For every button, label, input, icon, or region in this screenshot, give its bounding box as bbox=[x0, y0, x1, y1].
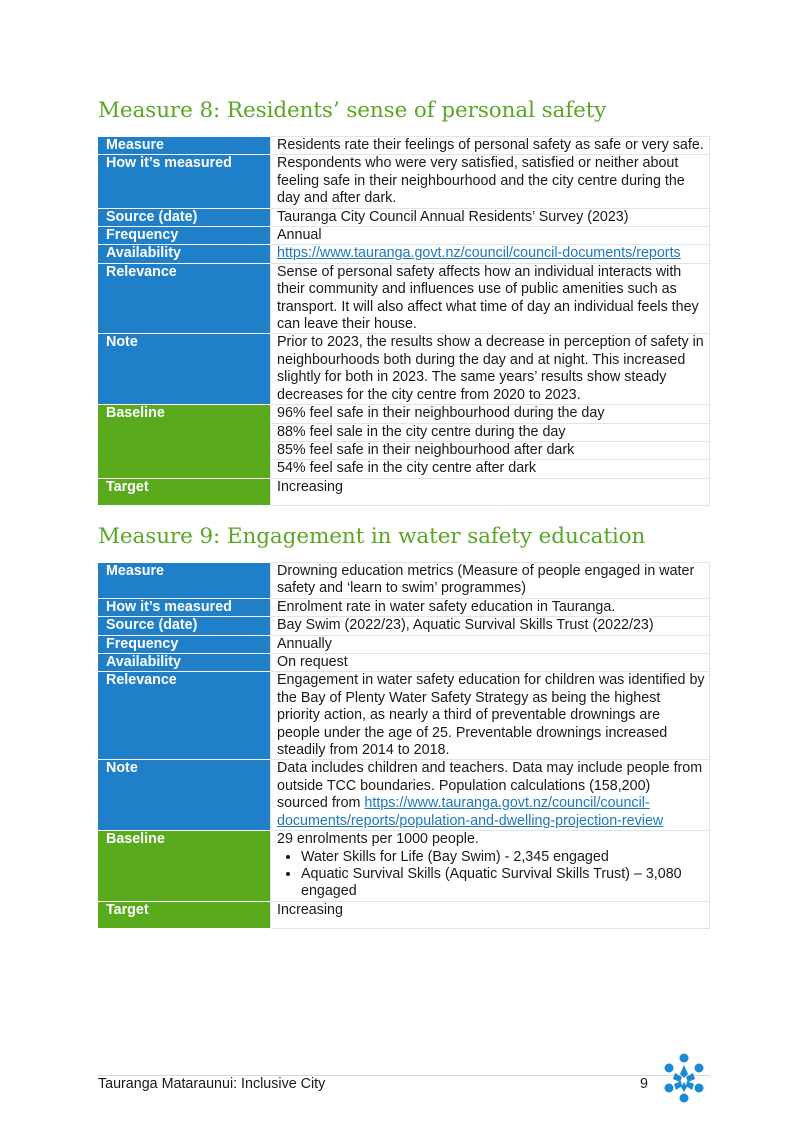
table-row: How it’s measured Enrolment rate in wate… bbox=[98, 597, 710, 618]
row-value-source: Tauranga City Council Annual Residents’ … bbox=[270, 207, 710, 228]
table-row: Note Data includes children and teachers… bbox=[98, 759, 710, 832]
list-item: Water Skills for Life (Bay Swim) - 2,345… bbox=[301, 849, 705, 866]
note-text: Data includes children and teachers. Dat… bbox=[277, 760, 703, 812]
availability-link[interactable]: https://www.tauranga.govt.nz/council/cou… bbox=[277, 245, 681, 262]
table-row: How it’s measured Respondents who were v… bbox=[98, 154, 710, 209]
table-row: Measure Residents rate their feelings of… bbox=[98, 135, 710, 156]
row-label-target: Target bbox=[98, 478, 271, 506]
measure9-table: Measure Drowning education metrics (Meas… bbox=[98, 562, 710, 929]
population-projection-link[interactable]: https://www.tauranga.govt.nz/council/cou… bbox=[277, 795, 664, 829]
list-item: Aquatic Survival Skills (Aquatic Surviva… bbox=[301, 866, 705, 901]
page-number: 9 bbox=[640, 1076, 648, 1092]
row-label-how-measured: How it’s measured bbox=[98, 154, 271, 209]
row-label-measure: Measure bbox=[98, 136, 271, 156]
table-row: Target Increasing bbox=[98, 900, 710, 929]
row-value-relevance: Engagement in water safety education for… bbox=[270, 671, 710, 761]
measure9-heading: Measure 9: Engagement in water safety ed… bbox=[98, 524, 646, 549]
row-value-relevance: Sense of personal safety affects how an … bbox=[270, 262, 710, 335]
baseline-intro: 29 enrolments per 1000 people. bbox=[277, 831, 479, 848]
table-row: 54% feel safe in the city centre after d… bbox=[98, 459, 710, 479]
row-label-measure: Measure bbox=[98, 562, 271, 599]
row-value-measure: Drowning education metrics (Measure of p… bbox=[270, 562, 710, 599]
table-row: 88% feel sale in the city centre during … bbox=[98, 422, 710, 442]
logo-svg bbox=[664, 1053, 704, 1103]
table-row: Relevance Engagement in water safety edu… bbox=[98, 671, 710, 761]
table-row: Availability https://www.tauranga.govt.n… bbox=[98, 244, 710, 264]
footer-rule bbox=[98, 1075, 710, 1076]
baseline-list: Water Skills for Life (Bay Swim) - 2,345… bbox=[277, 849, 705, 901]
measure8-heading: Measure 8: Residents’ sense of personal … bbox=[98, 98, 607, 123]
row-label-frequency: Frequency bbox=[98, 226, 271, 246]
row-label-availability: Availability bbox=[98, 244, 271, 264]
row-value-note: Data includes children and teachers. Dat… bbox=[270, 759, 710, 832]
row-value-note: Prior to 2023, the results show a decrea… bbox=[270, 333, 710, 406]
measure8-table: Measure Residents rate their feelings of… bbox=[98, 135, 710, 506]
row-label-note: Note bbox=[98, 759, 271, 832]
table-row: Baseline 96% feel safe in their neighbou… bbox=[98, 404, 710, 479]
baseline-value: 85% feel safe in their neighbourhood aft… bbox=[270, 440, 710, 461]
row-label-relevance: Relevance bbox=[98, 263, 271, 335]
table-row: Availability On request bbox=[98, 653, 710, 673]
table-row: Source (date) Tauranga City Council Annu… bbox=[98, 207, 710, 228]
table-row: Note Prior to 2023, the results show a d… bbox=[98, 333, 710, 406]
row-value-source: Bay Swim (2022/23), Aquatic Survival Ski… bbox=[270, 616, 710, 636]
footer-title: Tauranga Mataraunui: Inclusive City bbox=[98, 1076, 326, 1092]
table-row: 85% feel safe in their neighbourhood aft… bbox=[98, 440, 710, 461]
table-row: Measure Drowning education metrics (Meas… bbox=[98, 562, 710, 599]
row-value-target: Increasing bbox=[270, 900, 710, 929]
row-value-availability: On request bbox=[270, 653, 710, 673]
table-row: Source (date) Bay Swim (2022/23), Aquati… bbox=[98, 616, 710, 636]
row-label-how-measured: How it’s measured bbox=[98, 598, 271, 618]
table-row: Baseline 29 enrolments per 1000 people. … bbox=[98, 830, 710, 902]
row-value-how-measured: Enrolment rate in water safety education… bbox=[270, 597, 710, 618]
row-label-source: Source (date) bbox=[98, 208, 271, 228]
table-row: Frequency Annual bbox=[98, 226, 710, 246]
row-label-availability: Availability bbox=[98, 653, 271, 673]
row-value-frequency: Annually bbox=[270, 634, 710, 655]
table-row: Target Increasing bbox=[98, 477, 710, 506]
baseline-value: 54% feel safe in the city centre after d… bbox=[270, 459, 710, 479]
row-label-baseline: Baseline bbox=[98, 404, 271, 479]
row-value-measure: Residents rate their feelings of persona… bbox=[270, 135, 710, 156]
tcc-people-logo-icon bbox=[660, 1052, 708, 1109]
baseline-value: 88% feel sale in the city centre during … bbox=[270, 422, 710, 442]
row-value-baseline: 29 enrolments per 1000 people. Water Ski… bbox=[270, 830, 710, 902]
row-label-note: Note bbox=[98, 333, 271, 406]
row-label-baseline: Baseline bbox=[98, 830, 271, 902]
row-value-target: Increasing bbox=[270, 477, 710, 506]
row-label-source: Source (date) bbox=[98, 616, 271, 636]
row-value-frequency: Annual bbox=[270, 226, 710, 246]
row-value-how-measured: Respondents who were very satisfied, sat… bbox=[270, 154, 710, 209]
baseline-value: 96% feel safe in their neighbourhood dur… bbox=[270, 404, 710, 424]
row-value-availability: https://www.tauranga.govt.nz/council/cou… bbox=[270, 244, 710, 264]
table-row: Frequency Annually bbox=[98, 634, 710, 655]
row-label-relevance: Relevance bbox=[98, 671, 271, 761]
row-label-target: Target bbox=[98, 901, 271, 929]
table-row: Relevance Sense of personal safety affec… bbox=[98, 262, 710, 335]
row-label-frequency: Frequency bbox=[98, 635, 271, 655]
